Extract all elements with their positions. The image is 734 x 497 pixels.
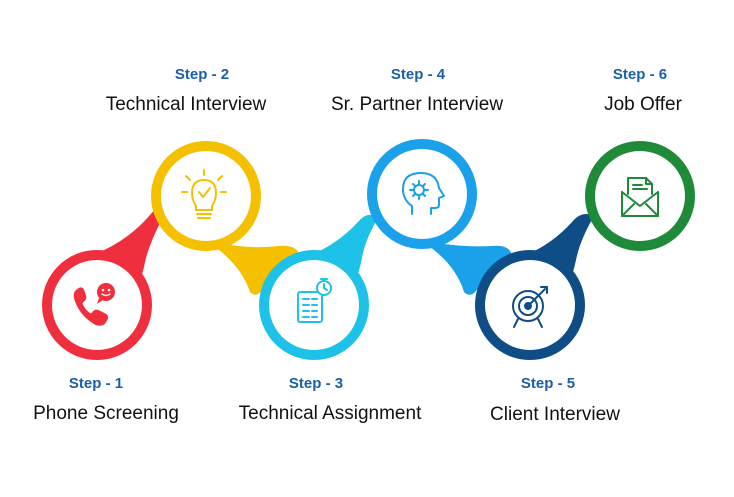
step-3-title: Technical Assignment — [238, 403, 422, 424]
step-2-label: Step - 2 — [174, 66, 230, 83]
step-1-title: Phone Screening — [33, 403, 179, 424]
connector-4-5 — [420, 240, 512, 295]
document-clock-icon — [297, 278, 332, 323]
step-3-label: Step - 3 — [288, 375, 344, 392]
connector-2-3 — [205, 240, 300, 295]
step-5-title: Client Interview — [490, 404, 620, 425]
phone-chat-icon — [73, 283, 115, 326]
step-6-label: Step - 6 — [612, 66, 668, 83]
step-4-label: Step - 4 — [390, 66, 446, 83]
step-circle-6 — [585, 141, 695, 251]
step-4-title: Sr. Partner Interview — [330, 94, 504, 115]
step-circle-1 — [42, 250, 152, 360]
envelope-letter-icon — [621, 177, 659, 217]
step-5-label: Step - 5 — [520, 375, 576, 392]
step-6-title: Job Offer — [604, 94, 682, 115]
target-icon — [512, 286, 548, 328]
step-circle-2 — [151, 141, 261, 251]
head-gear-icon — [402, 172, 445, 215]
step-1-label: Step - 1 — [68, 375, 124, 392]
step-2-title: Technical Interview — [105, 94, 267, 115]
lightbulb-icon — [181, 169, 227, 219]
